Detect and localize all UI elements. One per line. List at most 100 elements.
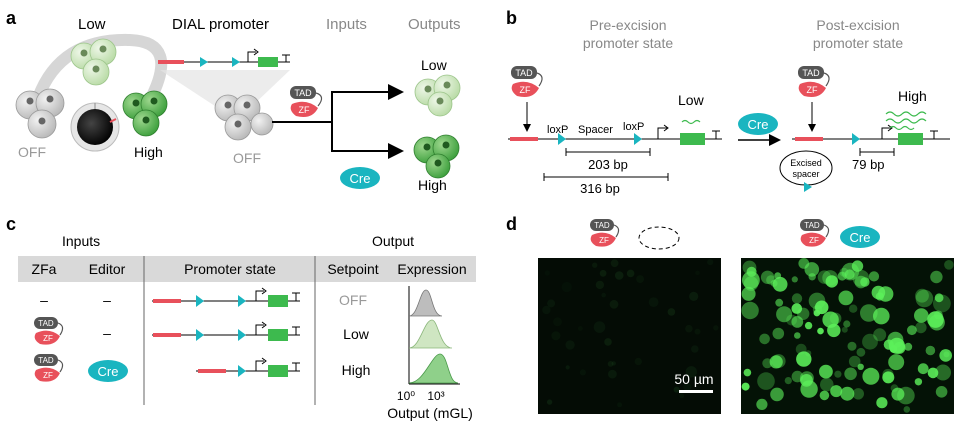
- panel-d: d TAD ZF TAD ZF Cre 50 µm: [506, 214, 954, 414]
- bright-cell: [759, 333, 770, 345]
- svg-text:ZF: ZF: [809, 236, 819, 245]
- header-editor: Editor: [89, 261, 126, 277]
- empty-editor-outline: [638, 226, 680, 250]
- bright-cell: [804, 262, 820, 277]
- dim-cell: [561, 281, 572, 293]
- table-row: TAD ZF – Low: [34, 317, 370, 345]
- cre-protein-b: Cre: [738, 113, 781, 146]
- histogram-high: [408, 353, 459, 384]
- bright-cell: [829, 312, 842, 325]
- bright-cell: [791, 276, 798, 283]
- bright-cell: [840, 386, 855, 401]
- svg-text:Cre: Cre: [350, 171, 371, 186]
- cell-setpoint: Low: [343, 326, 370, 342]
- dim-cell: [626, 269, 635, 278]
- dim-cell: [595, 280, 605, 290]
- branch-arrows: [272, 84, 404, 159]
- bright-cell: [839, 267, 849, 277]
- dim-cell: [617, 402, 623, 408]
- dim-cell: [547, 299, 556, 308]
- bright-cell: [915, 321, 927, 334]
- dim-cell: [551, 331, 561, 341]
- bright-cell: [883, 339, 894, 350]
- bright-cell: [791, 303, 803, 314]
- bright-cell: [927, 367, 939, 379]
- dim-cell: [691, 345, 699, 353]
- dim-cell: [542, 305, 551, 315]
- bright-cell: [847, 341, 857, 351]
- bright-cell: [784, 377, 792, 385]
- dim-cell: [683, 382, 692, 391]
- bracket-203bp: [565, 148, 651, 156]
- cell-cluster-off-mid: [214, 94, 274, 141]
- svg-text:TAD: TAD: [804, 221, 820, 230]
- bright-cell: [907, 325, 917, 336]
- bright-cell: [943, 351, 950, 358]
- panel-a: a Low DIAL promoter Inputs Outputs OFF: [6, 8, 461, 193]
- bright-cell: [741, 382, 750, 391]
- svg-text:TAD: TAD: [38, 319, 54, 328]
- panel-b: b Pre-excision promoter state Post-excis…: [506, 8, 950, 196]
- bright-cell: [851, 260, 864, 272]
- svg-text:ZF: ZF: [43, 334, 53, 343]
- bright-cell: [917, 363, 929, 375]
- bright-cell: [915, 288, 929, 303]
- axis-tick-2: 10³: [427, 389, 444, 403]
- bright-cell: [741, 301, 759, 320]
- dim-cell: [601, 292, 606, 298]
- bright-cell: [939, 349, 952, 362]
- svg-text:Cre: Cre: [98, 364, 119, 379]
- bright-cell: [882, 371, 895, 384]
- construct-row-3: [196, 357, 300, 377]
- cell-editor: –: [103, 292, 111, 308]
- bright-cell: [814, 300, 829, 315]
- bright-cell: [934, 293, 944, 303]
- bright-cell: [796, 351, 812, 367]
- bright-cell: [903, 406, 911, 413]
- dim-cell: [608, 369, 617, 379]
- bright-cell: [795, 343, 807, 355]
- label-loxp-1: loxP: [547, 124, 568, 136]
- bright-cell: [830, 385, 843, 398]
- dim-cell: [695, 270, 700, 276]
- scale-bar: [679, 390, 713, 393]
- dim-cell: [546, 399, 553, 405]
- header-promoter-state: Promoter state: [184, 261, 276, 277]
- cell-cluster-out-low: [414, 74, 461, 117]
- bright-cell: [776, 306, 793, 323]
- bright-cell: [760, 270, 775, 284]
- bright-cell: [944, 260, 954, 270]
- bright-cell: [775, 298, 784, 307]
- pre-title-1: Pre-excision: [589, 17, 666, 33]
- bright-cell: [935, 364, 951, 381]
- post-title-1: Post-excision: [816, 17, 899, 33]
- dim-cell: [604, 338, 612, 346]
- bright-cell: [857, 363, 864, 370]
- dim-cell: [673, 386, 680, 393]
- bright-cell: [871, 285, 886, 300]
- dim-cell: [685, 324, 693, 333]
- table-row: – – OFF: [40, 287, 367, 308]
- dim-cell: [607, 361, 614, 367]
- zfa-protein-c-row3: TAD ZF: [34, 354, 64, 382]
- label-low-b: Low: [678, 92, 705, 108]
- dim-cell: [565, 340, 575, 350]
- header-zfa: ZFa: [32, 261, 57, 277]
- label-dial-promoter: DIAL promoter: [172, 16, 269, 33]
- dim-cell: [544, 270, 550, 276]
- table-row: TAD ZF Cre High: [34, 354, 370, 382]
- dim-cell: [713, 325, 719, 331]
- bright-cell: [800, 374, 813, 387]
- dim-cell: [610, 259, 619, 268]
- cell-zfa: –: [40, 292, 48, 308]
- axis-tick-1: 10⁰: [397, 389, 415, 403]
- axis-label-output: Output (mGL): [387, 405, 473, 421]
- bright-cell: [849, 304, 858, 313]
- bright-cell: [882, 368, 894, 381]
- bright-cell: [769, 355, 783, 369]
- bright-cell: [933, 294, 951, 313]
- dim-cell: [579, 369, 587, 376]
- label-off-left: OFF: [18, 144, 46, 160]
- bright-cell: [862, 367, 880, 385]
